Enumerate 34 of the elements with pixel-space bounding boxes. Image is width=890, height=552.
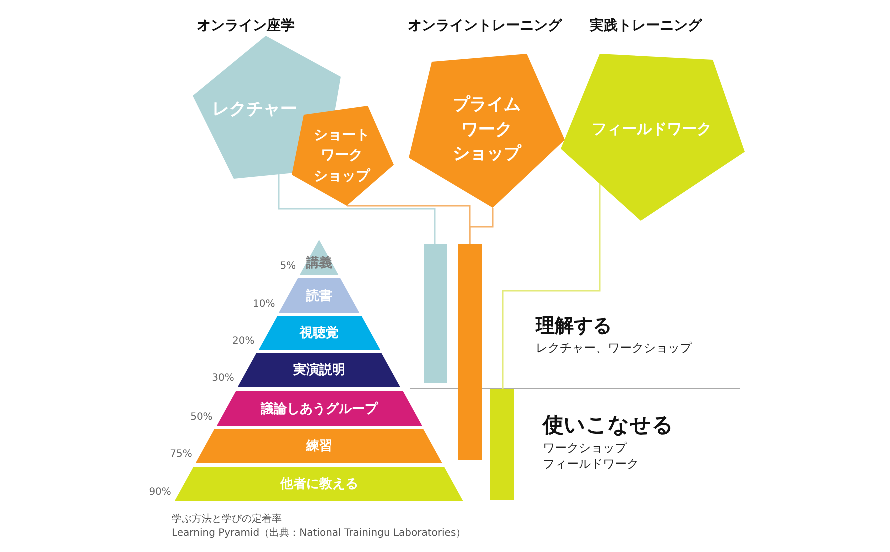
heading-text: オンライン座学 <box>197 18 295 35</box>
percentage-label: 10% <box>252 299 276 310</box>
tier-label: 議論しあうグループ <box>260 400 380 418</box>
percentage-label: 30% <box>212 373 234 384</box>
note-text: Learning Pyramid（出典：National Trainingu Laboratories） <box>172 528 466 540</box>
pentagon-label: フィールドワーク <box>591 119 713 140</box>
note-text: フィールドワーク <box>543 457 639 472</box>
note-text: レクチャー、ワークショップ <box>536 341 692 356</box>
tier-label: 練習 <box>305 438 334 455</box>
pentagon-label: プライムワークショップ <box>452 94 523 166</box>
tier-label: 読書 <box>305 288 334 304</box>
note-text: 学ぶ方法と学びの定着率 <box>172 514 282 526</box>
note-text: ワークショップ <box>543 441 627 456</box>
vertical-bar <box>490 389 514 500</box>
tier-label: 他者に教える <box>279 476 360 493</box>
percentage-label: 50% <box>190 412 213 423</box>
connector-line <box>278 174 436 244</box>
percentage-label: 90% <box>149 487 172 498</box>
connector-line <box>502 184 601 389</box>
tier-label: 実演説明 <box>292 362 346 379</box>
connector-line <box>469 208 494 244</box>
pentagon-label: レクチャー <box>212 98 298 122</box>
heading-text: オンライントレーニング <box>408 18 562 35</box>
vertical-bar <box>458 244 482 460</box>
percentage-label: 75% <box>170 449 192 460</box>
pentagon-label: ショートワークショップ <box>313 126 372 186</box>
section-heading: 使いこなせる <box>543 413 674 438</box>
section-heading: 理解する <box>536 315 612 338</box>
heading-text: 実践トレーニング <box>590 18 702 35</box>
tier-label: 講義 <box>305 255 334 272</box>
vertical-bar <box>424 244 447 383</box>
percentage-label: 20% <box>232 336 255 347</box>
tier-label: 視聴覚 <box>298 324 340 342</box>
percentage-label: 5% <box>280 261 296 272</box>
